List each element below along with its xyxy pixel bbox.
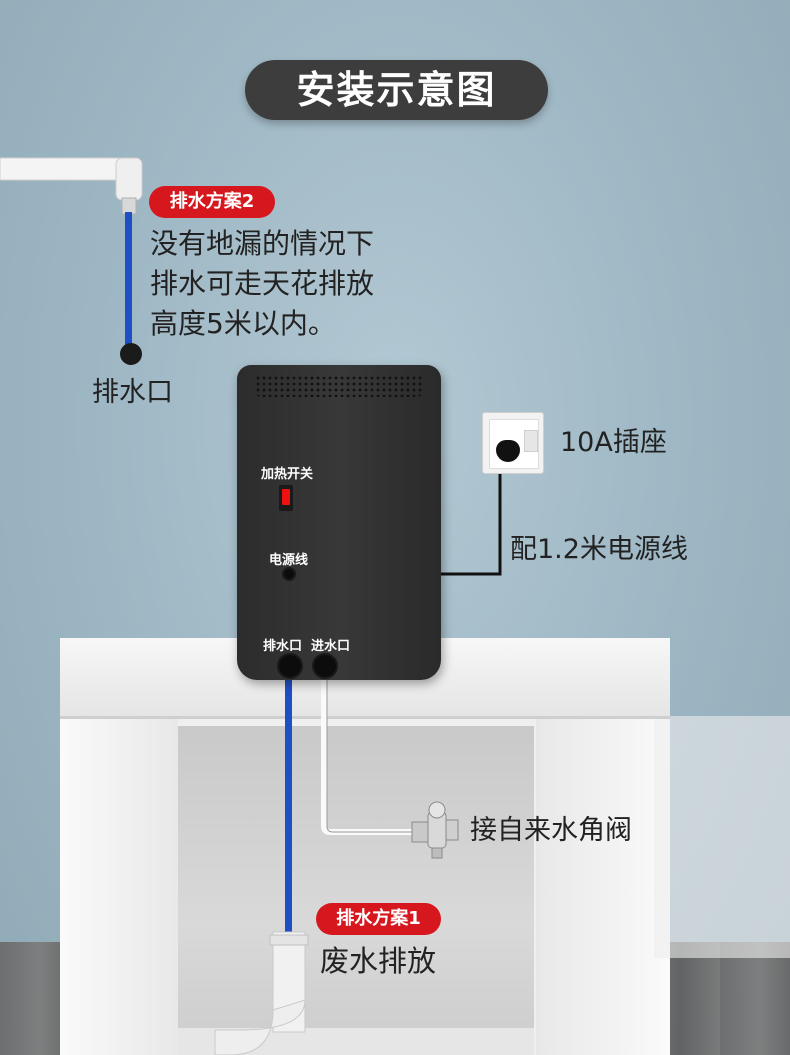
cabinet-left-panel — [60, 716, 178, 1055]
water-valve-label: 接自来水角阀 — [470, 815, 632, 846]
drain-option-2-note-line-3: 高度5米以内。 — [150, 307, 336, 340]
page-title: 安装示意图 — [245, 60, 548, 120]
drain-option-2-note-line-2: 排水可走天花排放 — [150, 267, 375, 300]
drain-outlet-label: 排水口 — [92, 377, 173, 408]
socket-switch-icon — [524, 430, 538, 452]
heat-switch-label: 加热开关 — [261, 467, 314, 482]
drain-option-2-note-line-1: 没有地漏的情况下 — [150, 227, 375, 260]
inlet-hose — [321, 667, 415, 835]
angle-valve-icon — [411, 801, 459, 859]
cabinet-right-panel — [536, 716, 670, 1055]
drain-option-1-badge: 排水方案1 — [316, 903, 441, 935]
drain-option-2-badge: 排水方案2 — [149, 186, 275, 218]
side-wall-panel — [654, 716, 790, 958]
drain-port — [277, 653, 303, 679]
cabinet-interior — [178, 726, 534, 1055]
vent-grille — [255, 375, 423, 397]
plug-icon — [496, 440, 520, 462]
inlet-port — [312, 653, 338, 679]
wall-socket — [482, 412, 544, 474]
ceiling-drain-pipe — [0, 157, 143, 365]
inlet-hose-outline — [326, 667, 418, 833]
waste-drain-pipe — [214, 931, 309, 1055]
drain-option-1-label: 废水排放 — [320, 944, 437, 978]
socket-label: 10A插座 — [560, 427, 667, 458]
inlet-port-label: 进水口 — [311, 639, 351, 654]
drain-outlet-dot — [120, 343, 142, 365]
heat-switch[interactable] — [279, 485, 293, 511]
power-cord-label: 配1.2米电源线 — [510, 534, 688, 565]
blue-drain-tube-top — [125, 212, 132, 352]
water-heater-device: 加热开关 电源线 排水口 进水口 — [237, 365, 441, 680]
power-cord-port — [282, 567, 296, 581]
drain-port-label: 排水口 — [263, 639, 303, 654]
blue-drain-tube-bottom — [285, 667, 292, 937]
power-cord-port-label: 电源线 — [269, 553, 309, 568]
